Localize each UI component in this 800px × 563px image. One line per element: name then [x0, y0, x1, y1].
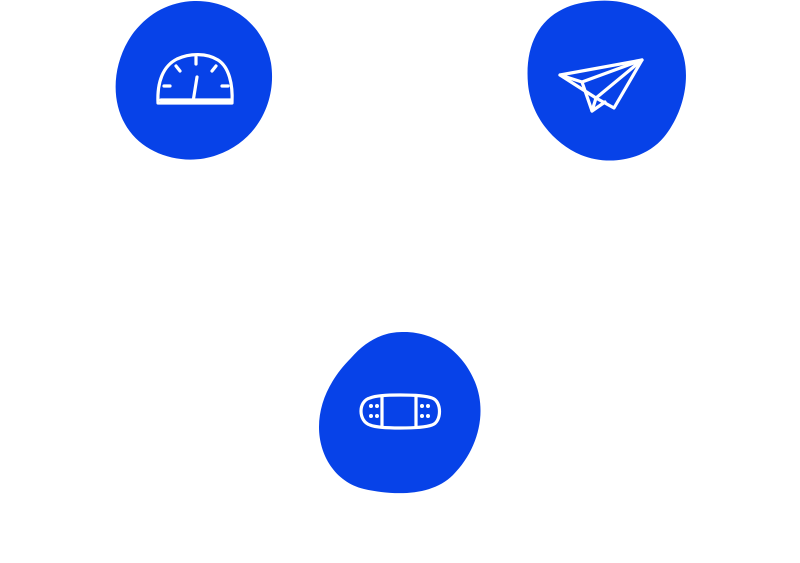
paper-plane-icon — [527, 0, 686, 161]
bandage-badge — [318, 330, 482, 494]
blob-shape — [527, 0, 686, 161]
speedometer-badge — [114, 0, 274, 162]
blob-shape — [115, 0, 273, 160]
bandage-icon — [319, 331, 481, 494]
paper-plane-badge — [526, 0, 688, 162]
blob-shape — [319, 331, 481, 494]
speedometer-icon — [115, 0, 273, 160]
